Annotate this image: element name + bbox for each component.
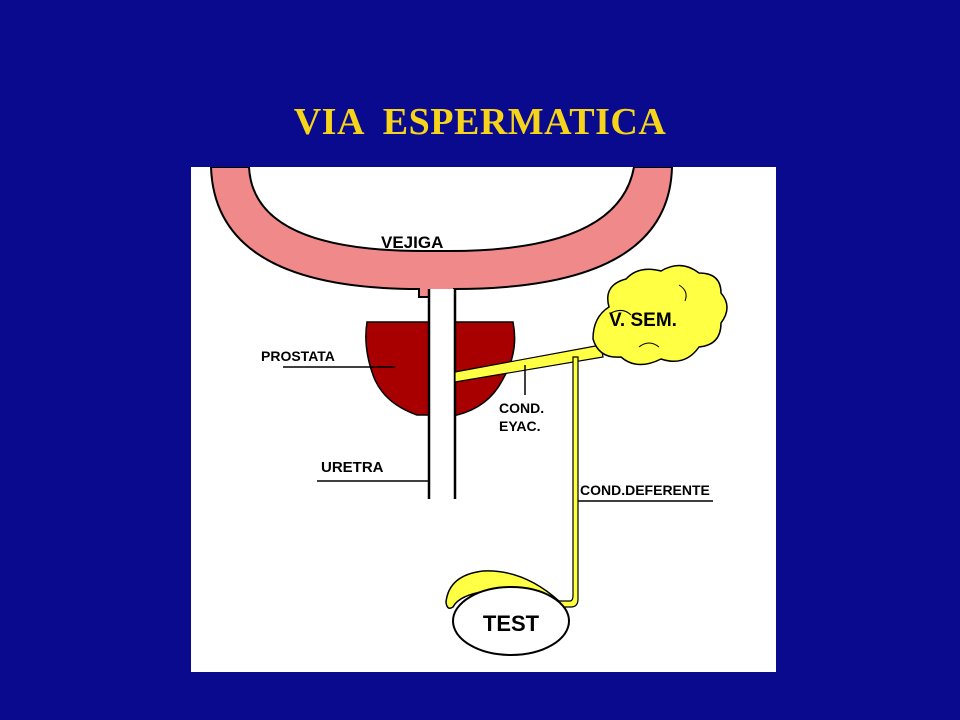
label-urethra: URETRA (321, 459, 384, 476)
seminal-vesicle (592, 264, 728, 366)
testis (452, 586, 570, 656)
ejaculatory-duct (454, 344, 604, 383)
anatomy-diagram: VEJIGA PROSTATA V. SEM. COND. EYAC. URET… (191, 167, 776, 672)
label-testis: TEST (483, 611, 540, 636)
label-prostate: PROSTATA (261, 348, 335, 364)
bladder-wall (209, 167, 674, 298)
label-seminal-vesicle: V. SEM. (609, 310, 677, 331)
label-vas-deferens: COND.DEFERENTE (580, 482, 710, 498)
label-bladder: VEJIGA (381, 233, 443, 252)
vas-deferens (558, 356, 579, 608)
urethra (429, 289, 455, 499)
label-ejaculatory-duct-1: COND. (499, 400, 544, 416)
anatomy-diagram-svg: VEJIGA PROSTATA V. SEM. COND. EYAC. URET… (209, 167, 728, 656)
label-ejaculatory-duct-2: EYAC. (499, 418, 541, 434)
page-title: VIA ESPERMATICA (293, 101, 667, 143)
